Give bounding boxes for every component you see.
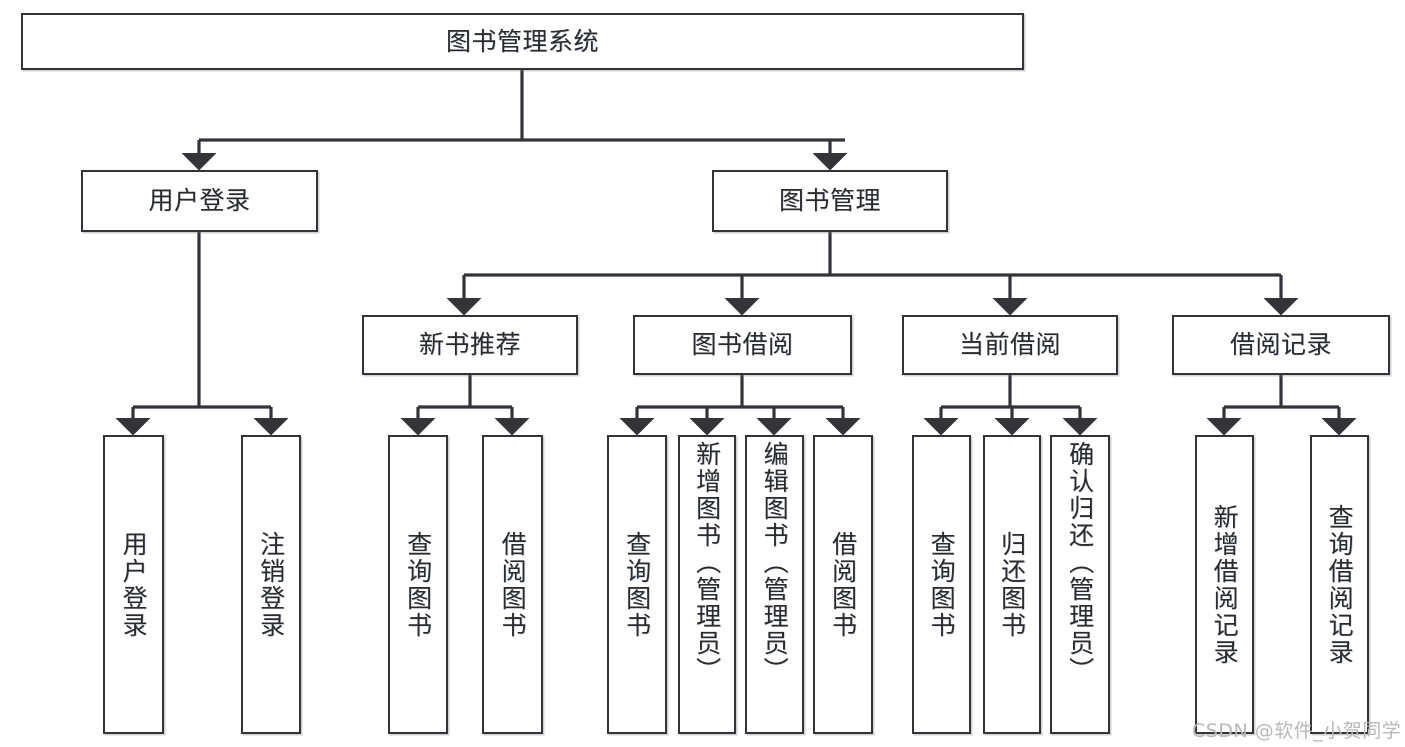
node-new-book-rec-label: 新书推荐 <box>418 330 521 360</box>
node-borrow-record[interactable]: 借阅记录 <box>1172 315 1390 375</box>
node-leaf-borrow-edit-book-label: 编辑图书（管理员） <box>760 441 790 684</box>
node-leaf-borrow-borrow-book[interactable]: 借阅图书 <box>813 435 873 734</box>
csdn-watermark: CSDN @软件_小贺同学 <box>1192 720 1402 742</box>
node-leaf-rec-query-book-label: 查询图书 <box>403 530 433 639</box>
node-leaf-rec-borrow-book[interactable]: 借阅图书 <box>482 435 543 734</box>
node-leaf-cur-confirm-return[interactable]: 确认归还（管理员） <box>1050 435 1110 734</box>
node-leaf-rec-query-record[interactable]: 查询借阅记录 <box>1310 435 1369 734</box>
node-leaf-cur-return-book-label: 归还图书 <box>997 530 1027 639</box>
node-leaf-cur-confirm-return-label: 确认归还（管理员） <box>1065 441 1095 684</box>
node-root[interactable]: 图书管理系统 <box>21 13 1024 70</box>
node-user-login-label: 用户登录 <box>148 186 251 216</box>
node-leaf-borrow-add-book-label: 新增图书（管理员） <box>692 441 722 684</box>
node-current-borrow-label: 当前借阅 <box>958 330 1061 360</box>
node-leaf-cur-query-book-label: 查询图书 <box>927 530 957 639</box>
node-leaf-borrow-query-book-label: 查询图书 <box>622 530 652 639</box>
node-leaf-rec-add-record-label: 新增借阅记录 <box>1210 503 1240 666</box>
node-leaf-cur-return-book[interactable]: 归还图书 <box>983 435 1041 734</box>
node-leaf-user-logout-label: 注销登录 <box>256 530 286 639</box>
node-leaf-borrow-query-book[interactable]: 查询图书 <box>607 435 667 734</box>
node-leaf-borrow-add-book[interactable]: 新增图书（管理员） <box>678 435 736 734</box>
node-borrow-record-label: 借阅记录 <box>1229 330 1332 360</box>
node-leaf-user-logout[interactable]: 注销登录 <box>241 435 301 734</box>
node-leaf-rec-borrow-book-label: 借阅图书 <box>498 530 528 639</box>
node-leaf-borrow-borrow-book-label: 借阅图书 <box>828 530 858 639</box>
node-new-book-rec[interactable]: 新书推荐 <box>362 315 578 375</box>
node-leaf-user-login[interactable]: 用户登录 <box>103 435 164 734</box>
node-leaf-cur-query-book[interactable]: 查询图书 <box>912 435 971 734</box>
node-user-login[interactable]: 用户登录 <box>81 170 318 232</box>
node-root-label: 图书管理系统 <box>445 26 599 56</box>
node-leaf-user-login-label: 用户登录 <box>119 530 149 639</box>
node-book-manage-label: 图书管理 <box>778 186 881 216</box>
node-current-borrow[interactable]: 当前借阅 <box>902 315 1118 375</box>
node-book-borrow-label: 图书借阅 <box>691 330 794 360</box>
node-leaf-borrow-edit-book[interactable]: 编辑图书（管理员） <box>745 435 804 734</box>
node-leaf-rec-query-book[interactable]: 查询图书 <box>388 435 448 734</box>
node-leaf-rec-add-record[interactable]: 新增借阅记录 <box>1195 435 1254 734</box>
node-leaf-rec-query-record-label: 查询借阅记录 <box>1325 503 1355 666</box>
node-book-borrow[interactable]: 图书借阅 <box>633 315 852 375</box>
node-book-manage[interactable]: 图书管理 <box>712 170 948 232</box>
